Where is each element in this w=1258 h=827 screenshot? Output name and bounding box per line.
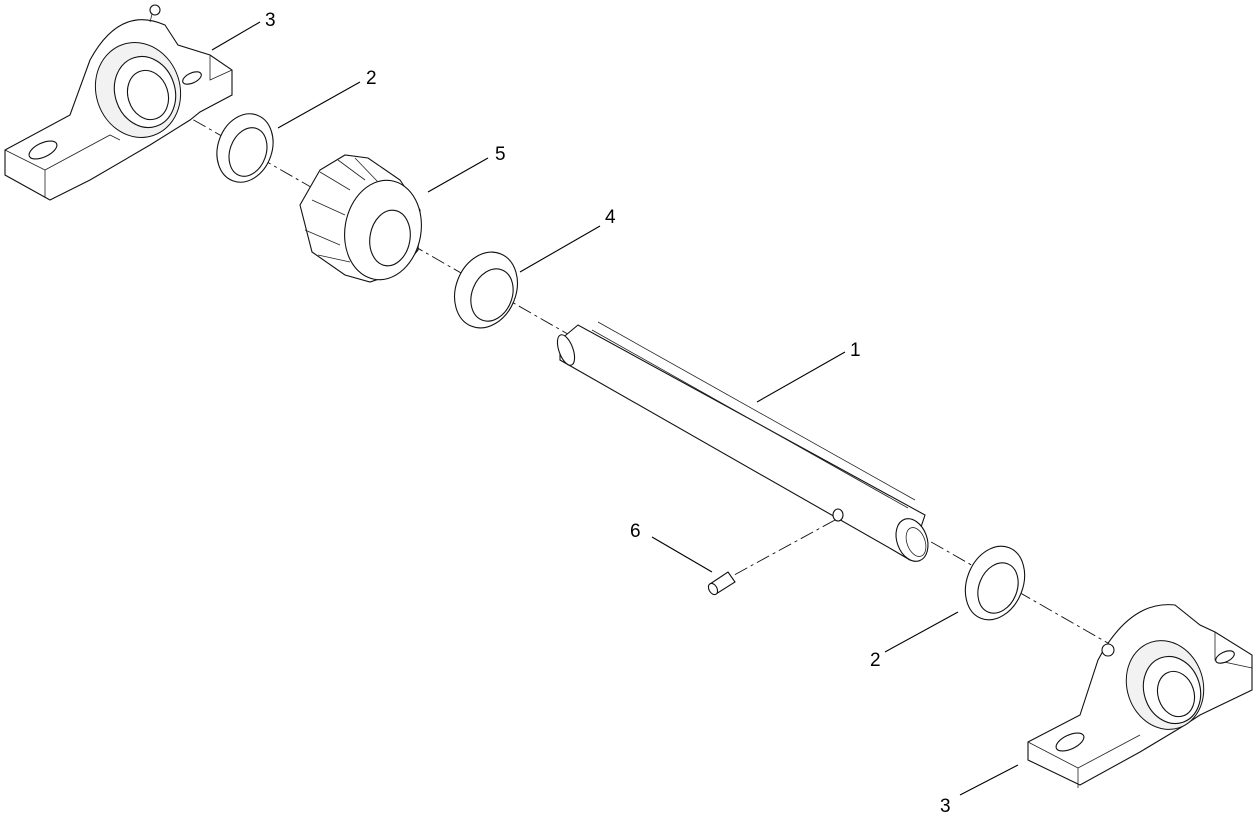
washer-4 — [454, 251, 518, 329]
sprocket-5 — [299, 154, 422, 283]
callout-label: 3 — [265, 10, 276, 31]
callout-label: 2 — [870, 650, 881, 671]
callouts: 3 2 5 4 1 6 2 3 — [211, 10, 1019, 817]
pin-6 — [707, 571, 736, 596]
shaft-1 — [556, 321, 929, 562]
callout-label: 1 — [850, 340, 861, 361]
callout-label: 6 — [630, 521, 641, 542]
callout-label: 5 — [495, 144, 506, 165]
callout-label: 4 — [605, 207, 616, 228]
pillow-block-bearing-bottom — [1027, 604, 1253, 788]
pillow-block-bearing-top — [4, 4, 233, 201]
washer-2-top — [216, 113, 274, 183]
washer-2-bottom — [964, 545, 1026, 621]
callout-label: 3 — [940, 796, 951, 817]
callout-label: 2 — [366, 68, 377, 89]
